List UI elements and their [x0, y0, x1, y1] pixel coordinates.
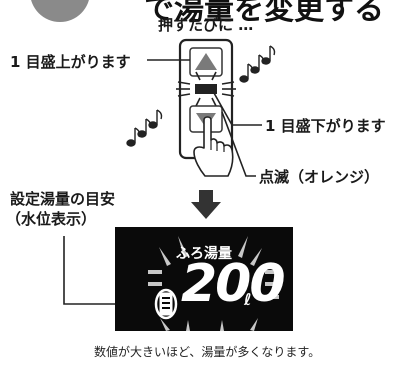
down-arrow-icon [191, 190, 221, 219]
blink-rays-icon [148, 236, 279, 331]
display-label: ふろ湯量 [176, 246, 232, 262]
display-unit: ℓ [244, 290, 252, 309]
display-value: 200 [181, 254, 286, 314]
water-level-icon [154, 288, 178, 320]
caption: 数値が大きいほど、湯量が多くなります。 [94, 345, 321, 359]
up-arrow-button-icon [189, 47, 223, 77]
music-notes-icon [239, 45, 276, 83]
leader-lines [63, 59, 262, 305]
header-circle-icon [31, 0, 89, 22]
music-notes-left-icon [126, 109, 163, 147]
pointing-finger-icon [193, 116, 234, 177]
one-step-down-label: 1 目盛下がります [265, 117, 386, 135]
blink-label: 点滅（オレンジ） [259, 168, 380, 186]
guide-label-line1: 設定湯量の目安 [10, 190, 116, 208]
blinking-lamp-icon [176, 71, 236, 107]
one-step-up-label: 1 目盛上がります [10, 53, 131, 71]
guide-label-line2: （水位表示） [6, 210, 97, 228]
header-title: で湯量を変更する [144, 0, 384, 27]
display-panel [115, 227, 293, 331]
press-each-time-label: 押すたびに … [158, 16, 254, 34]
